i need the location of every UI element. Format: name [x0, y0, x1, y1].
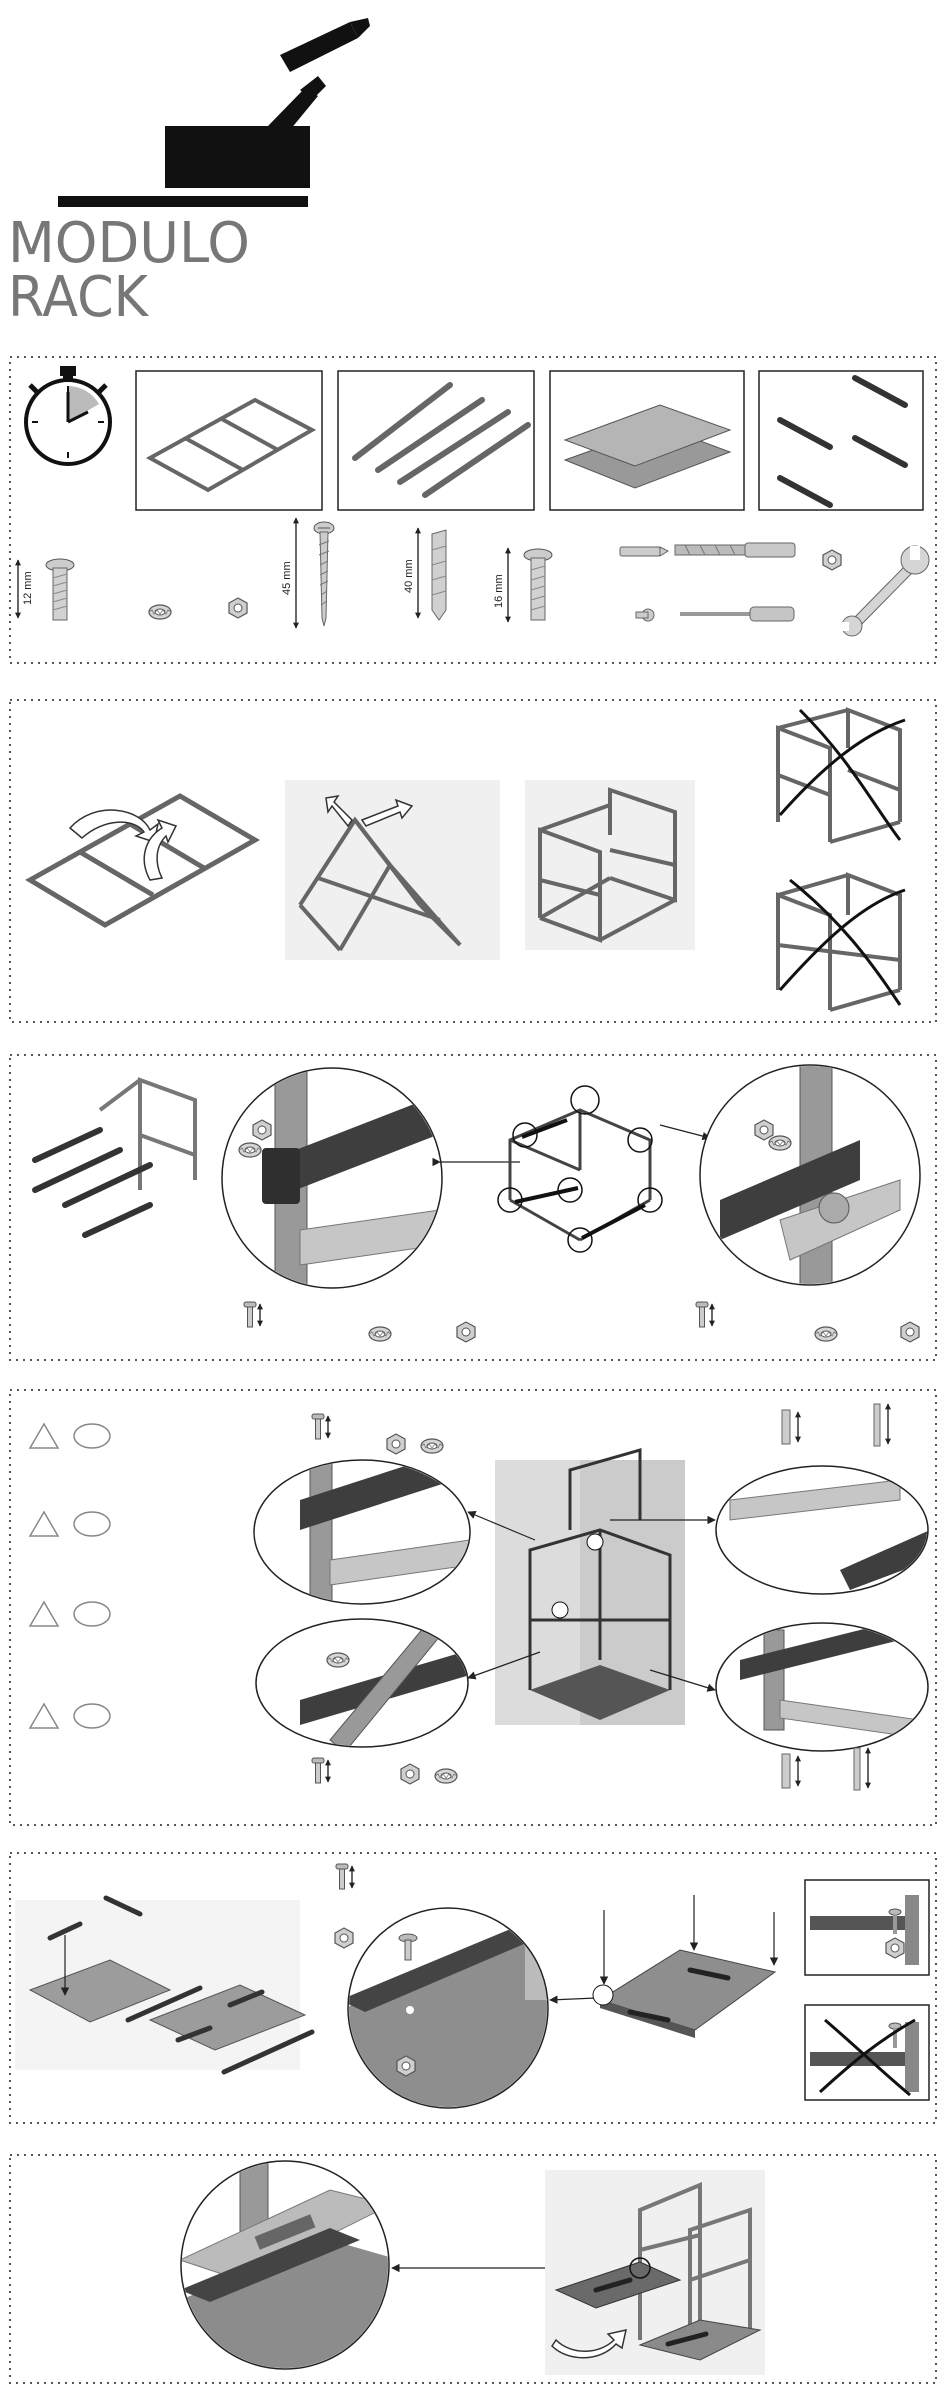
shelf-installed — [550, 1895, 775, 2038]
part-frame-box — [136, 371, 322, 510]
wrench-icon — [840, 546, 929, 636]
part-shelves-box — [550, 371, 744, 510]
part-brackets-box — [759, 371, 923, 510]
step-upright-frame — [525, 780, 695, 950]
detail-callout-right — [660, 1060, 920, 1300]
wrong-orientation-2 — [778, 875, 905, 1010]
shelf-panel — [10, 1853, 936, 2123]
wall-anchor: 40 mm — [403, 528, 446, 620]
correct-detail-box — [805, 1880, 929, 1975]
shelf-detail-callout — [340, 1908, 560, 2120]
logo-line-2: RACK — [8, 265, 149, 330]
wall-anchor-icon — [782, 1410, 798, 1444]
screwdriver-icon — [680, 607, 794, 621]
marker-row-1 — [30, 1424, 110, 1448]
drill-bit-icon — [675, 543, 795, 557]
bolt-icon — [312, 1758, 328, 1783]
bolt-short-length: 12 mm — [22, 571, 34, 605]
callout-lower-right — [716, 1620, 928, 1751]
callout-lower-left — [256, 1619, 470, 1752]
marker-row-4 — [30, 1704, 110, 1728]
step-flat-frame — [30, 796, 255, 925]
bolt-short: 12 mm — [18, 559, 74, 620]
small-anchor-icon — [620, 547, 668, 556]
stacking-panel — [10, 1390, 936, 1825]
rail-panel — [10, 1055, 936, 1360]
wood-screw-icon — [874, 1404, 888, 1446]
cross-out-icon — [780, 710, 905, 840]
hex-nut-icon — [401, 1764, 419, 1784]
bolt-long: 16 mm — [493, 548, 552, 622]
hardware-row: 12 mm 45 mm — [18, 518, 929, 636]
hex-nut-icon — [901, 1322, 919, 1342]
unfold-panel — [10, 700, 936, 1022]
hex-nut-icon — [823, 550, 841, 570]
cross-out-icon — [780, 880, 905, 1005]
screw-length: 45 mm — [281, 561, 293, 595]
bolt-icon — [312, 1414, 328, 1439]
parts-panel: 12 mm 45 mm — [10, 357, 936, 663]
quantity-markers — [30, 1424, 110, 1728]
wrong-orientation-1 — [778, 710, 905, 842]
hex-nut-icon — [387, 1434, 405, 1454]
part-rails-box — [338, 371, 534, 510]
anchor-length: 40 mm — [403, 559, 415, 593]
bolt-icon — [696, 1302, 712, 1327]
hex-nut-icon — [335, 1928, 353, 1948]
wall-anchor-icon — [432, 530, 446, 620]
wrong-detail-box — [805, 2005, 929, 2100]
wall-anchor-icon — [782, 1754, 798, 1788]
detail-callout-left — [222, 1060, 520, 1300]
stopwatch-icon — [26, 366, 110, 464]
marker-row-3 — [30, 1602, 110, 1626]
bolt-icon — [336, 1864, 352, 1889]
wood-screw-icon — [314, 522, 334, 626]
step-tent-frame — [285, 780, 500, 960]
lock-washer-icon — [421, 1439, 443, 1453]
frame-with-rails — [35, 1080, 195, 1235]
callout-upper-right — [716, 1466, 930, 1594]
final-rack — [545, 2170, 765, 2375]
hex-nut-icon — [229, 598, 247, 618]
bolt-long-length: 16 mm — [493, 574, 505, 608]
screw-small-icon — [636, 609, 654, 621]
bolt-icon — [524, 549, 552, 620]
shelf-exploded — [15, 1898, 312, 2072]
lock-washer-icon — [369, 1327, 391, 1341]
logo: MODULO RACK — [8, 18, 370, 330]
wood-screw-icon — [854, 1748, 868, 1790]
frame-overview — [498, 1086, 662, 1252]
lock-washer-icon — [435, 1769, 457, 1783]
wood-screw: 45 mm — [281, 518, 334, 628]
bolt-icon — [244, 1302, 260, 1327]
drill-logo-icon — [58, 18, 370, 207]
stacked-rack-overview — [495, 1450, 685, 1725]
callout-upper-left — [254, 1445, 470, 1620]
lock-washer-icon — [815, 1327, 837, 1341]
bolt-icon — [46, 559, 74, 620]
hex-nut-icon — [457, 1322, 475, 1342]
marker-row-2 — [30, 1512, 110, 1536]
lock-washer-icon — [149, 605, 171, 619]
final-panel — [10, 2155, 936, 2383]
